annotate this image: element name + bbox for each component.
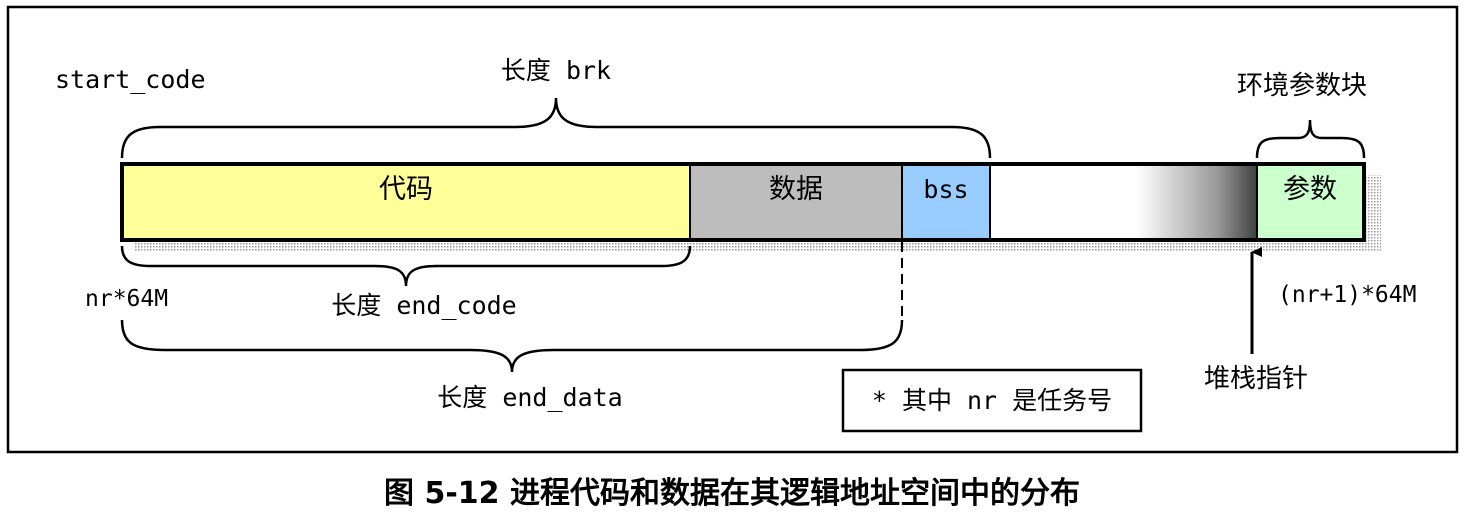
brace-end-data — [120, 319, 904, 373]
stack-pointer-label: 堆栈指针 — [1204, 364, 1308, 394]
end-data-length-label: 长度 end_data — [437, 383, 622, 412]
end-code-length-label: 长度 end_code — [331, 291, 516, 320]
nr64m-label: nr*64M — [85, 286, 168, 312]
note-box — [841, 368, 1143, 433]
brk-length-label: 长度 brk — [501, 56, 611, 85]
data-label: 数据 — [769, 174, 823, 205]
figure-frame — [6, 5, 1459, 454]
params-label: 参数 — [1283, 174, 1337, 205]
figure-caption: 图 5-12 进程代码和数据在其逻辑地址空间中的分布 — [384, 476, 1080, 511]
code-label: 代码 — [379, 174, 433, 205]
brace-brk — [120, 97, 992, 159]
note-text: * 其中 nr 是任务号 — [872, 386, 1112, 415]
brace-end-code — [120, 245, 692, 287]
nr-plus-1-64m-label: (nr+1)*64M — [1278, 282, 1416, 308]
env-block-label: 环境参数块 — [1237, 71, 1367, 101]
start-code-label: start_code — [55, 65, 206, 94]
bar-outline — [120, 162, 1366, 242]
bss-label: bss — [923, 175, 968, 204]
brace-env-params — [1255, 119, 1366, 159]
segment-stack — [989, 163, 1258, 241]
segment-code — [121, 163, 691, 241]
